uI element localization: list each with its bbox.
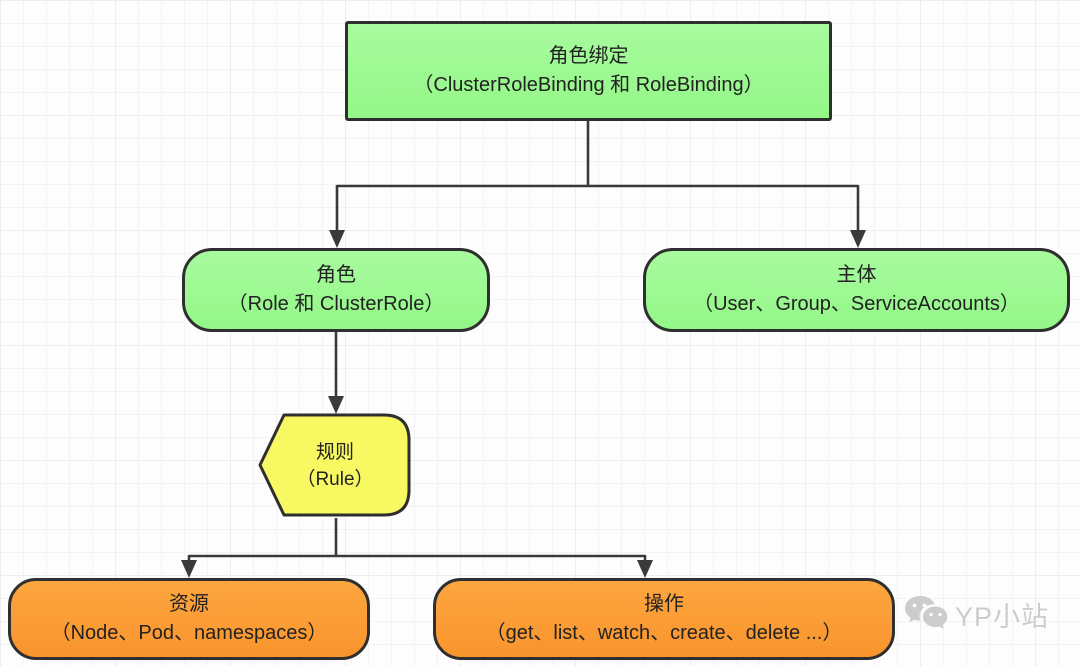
node-title: 规则 bbox=[315, 441, 354, 463]
node-role-binding: 角色绑定 （ClusterRoleBinding 和 RoleBinding） bbox=[345, 21, 832, 121]
node-operation: 操作 （get、list、watch、create、delete ...） bbox=[433, 578, 895, 660]
node-subtitle: （ClusterRoleBinding 和 RoleBinding） bbox=[413, 74, 764, 96]
node-subtitle: （Rule） bbox=[296, 468, 374, 490]
node-subtitle: （Role 和 ClusterRole） bbox=[227, 293, 445, 315]
node-subtitle: （get、list、watch、create、delete ...） bbox=[485, 622, 843, 644]
node-title: 资源 bbox=[169, 593, 209, 615]
node-title: 角色绑定 bbox=[548, 45, 629, 67]
display-shape bbox=[258, 413, 411, 517]
watermark-label: YP小站 bbox=[955, 601, 1050, 632]
node-resource: 资源 （Node、Pod、namespaces） bbox=[8, 578, 370, 660]
wechat-icon bbox=[905, 596, 948, 629]
node-rule: 规则 （Rule） bbox=[258, 412, 412, 519]
node-title: 主体 bbox=[836, 264, 877, 286]
node-subtitle: （Node、Pod、namespaces） bbox=[50, 622, 328, 644]
node-subject: 主体 （User、Group、ServiceAccounts） bbox=[643, 248, 1070, 332]
node-subtitle: （User、Group、ServiceAccounts） bbox=[693, 293, 1020, 315]
node-title: 角色 bbox=[316, 264, 356, 286]
node-title: 操作 bbox=[644, 593, 684, 615]
node-role: 角色 （Role 和 ClusterRole） bbox=[182, 248, 490, 332]
watermark: YP小站 bbox=[903, 594, 1049, 634]
